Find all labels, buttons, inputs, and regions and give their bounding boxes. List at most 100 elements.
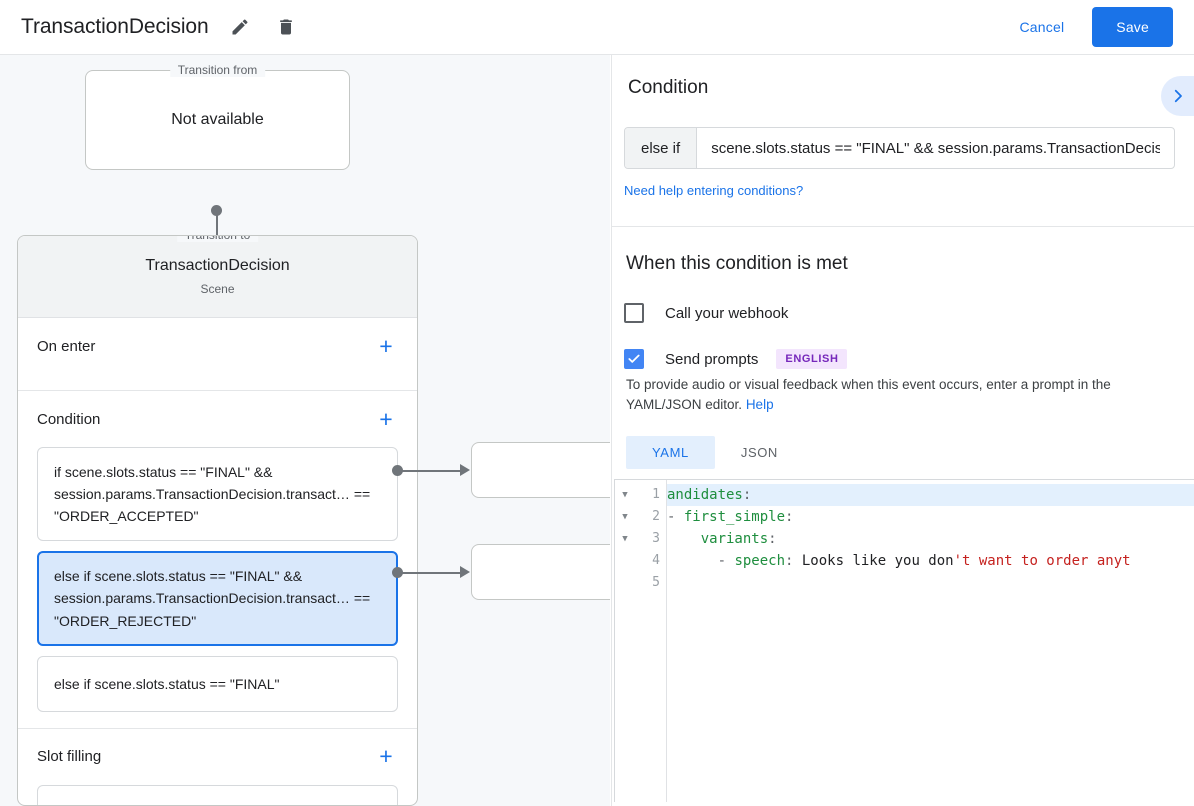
condition-section: Condition else if Need help entering con… (612, 55, 1194, 227)
call-webhook-checkbox[interactable] (624, 303, 644, 323)
gutter-row: 4 (615, 550, 666, 572)
section-title-condition: Condition (37, 410, 101, 428)
send-prompts-checkbox[interactable] (624, 349, 644, 369)
prompts-help-link[interactable]: Help (745, 397, 774, 413)
prompts-help-text: To provide audio or visual feedback when… (626, 375, 1175, 416)
edge-line-accepted (398, 470, 462, 472)
add-on-enter-button[interactable]: + (379, 332, 393, 359)
editor-code-area[interactable]: andidates:- first_simple: variants: - sp… (667, 480, 1194, 802)
code-token: Looks like you don (801, 552, 954, 569)
code-token: - (667, 552, 735, 569)
gutter-row: ▼3 (615, 528, 666, 550)
topbar-right-group: Cancel Save (1008, 7, 1194, 47)
send-prompts-row[interactable]: Send prompts ENGLISH (624, 349, 1175, 369)
top-app-bar: TransactionDecision Cancel Save (0, 0, 1194, 55)
code-line[interactable]: - first_simple: (667, 506, 1194, 528)
code-token (667, 531, 701, 547)
code-token: first_simple (683, 508, 786, 525)
section-header: On enter + (37, 318, 398, 374)
gutter-row: ▼1 (615, 484, 666, 506)
line-number: 3 (652, 531, 660, 546)
gutter-row: ▼2 (615, 506, 666, 528)
transition-from-value: Not available (171, 111, 264, 128)
condition-input-row[interactable]: else if (624, 127, 1175, 169)
condition-detail-panel: Condition else if Need help entering con… (611, 55, 1194, 806)
fold-toggle-icon[interactable]: ▼ (622, 533, 628, 544)
webhook-row[interactable]: Call your webhook (624, 303, 1175, 323)
trash-icon[interactable] (271, 12, 301, 42)
transition-from-node[interactable]: Transition from Not available (85, 63, 350, 170)
fold-toggle-icon[interactable]: ▼ (622, 489, 628, 500)
save-button[interactable]: Save (1092, 7, 1173, 47)
edge-line-rejected (398, 572, 462, 574)
call-webhook-label: Call your webhook (665, 304, 789, 322)
main-content: Transition from Not available Transition… (0, 55, 1194, 806)
condition-prefix-label: else if (625, 128, 698, 168)
scene-graph-canvas[interactable]: Transition from Not available Transition… (0, 55, 610, 806)
chevron-right-icon[interactable] (1161, 76, 1194, 116)
section-title-slot-filling: Slot filling (37, 748, 102, 766)
section-condition: Condition + if scene.slots.status == "FI… (18, 391, 417, 729)
language-badge: ENGLISH (776, 349, 848, 369)
fold-toggle-icon[interactable]: ▼ (622, 511, 628, 522)
section-header: Condition + (37, 391, 398, 447)
scene-card-header: TransactionDecision Scene (18, 236, 417, 318)
add-condition-button[interactable]: + (379, 405, 393, 432)
when-condition-heading: When this condition is met (626, 253, 848, 274)
code-token: andidates (667, 486, 743, 503)
code-line[interactable] (667, 572, 1194, 594)
line-number: 4 (652, 553, 660, 568)
section-header: Slot filling + (37, 729, 398, 785)
topbar-left-group: TransactionDecision (0, 12, 301, 42)
slot-validation-card[interactable]: Slot validation (37, 784, 398, 805)
section-slot-filling: Slot filling + Slot validation (18, 729, 417, 805)
code-token: speech (734, 552, 786, 569)
tab-json[interactable]: JSON (740, 444, 778, 460)
section-on-enter: On enter + (18, 318, 417, 391)
code-line[interactable]: andidates: (667, 483, 1194, 506)
send-prompts-label: Send prompts (665, 350, 759, 368)
code-token: - (667, 508, 684, 525)
edge-arrow-accepted (460, 464, 470, 476)
gutter-row: 5 (615, 572, 666, 594)
stub-node-rejected[interactable] (471, 544, 610, 600)
add-slot-filling-button[interactable]: + (379, 743, 393, 770)
transition-to-legend: Transition to (176, 236, 259, 242)
line-number: 1 (652, 487, 660, 502)
scene-type: Scene (200, 282, 235, 296)
condition-card-rejected[interactable]: else if scene.slots.status == "FINAL" &&… (37, 551, 398, 646)
condition-card-accepted[interactable]: if scene.slots.status == "FINAL" && sess… (37, 447, 398, 542)
code-token: : (742, 486, 752, 503)
page-title: TransactionDecision (21, 15, 209, 38)
detail-panel-inner: Condition else if Need help entering con… (612, 55, 1194, 806)
condition-card-final[interactable]: else if scene.slots.status == "FINAL" (37, 655, 398, 712)
pencil-icon[interactable] (225, 12, 255, 42)
code-token: : (785, 508, 794, 525)
edge-anchor-accepted (392, 465, 403, 476)
code-token: : (768, 530, 777, 547)
condition-help-link[interactable]: Need help entering conditions? (624, 183, 804, 198)
scene-name: TransactionDecision (145, 257, 290, 274)
when-condition-met-section: When this condition is met Call your web… (612, 227, 1194, 469)
cancel-button[interactable]: Cancel (1008, 10, 1077, 44)
edge-arrow-rejected (460, 566, 470, 578)
line-number: 5 (652, 575, 660, 590)
section-title-on-enter: On enter (37, 337, 96, 355)
tab-yaml[interactable]: YAML (626, 435, 715, 469)
prompts-help-sentence: To provide audio or visual feedback when… (626, 377, 1111, 413)
transition-to-node[interactable]: Transition to TransactionDecision Scene … (17, 235, 418, 806)
condition-input[interactable] (697, 128, 1174, 168)
stub-node-accepted[interactable] (471, 442, 610, 498)
edge-anchor-rejected (392, 567, 403, 578)
editor-format-tabs: YAML JSON (626, 435, 1175, 469)
code-token: variants (700, 530, 769, 547)
line-number: 2 (652, 509, 660, 524)
code-line[interactable]: - speech: Looks like you don't want to o… (667, 550, 1194, 572)
code-line[interactable]: variants: (667, 528, 1194, 550)
code-token: 't want to order anyt (953, 552, 1131, 569)
transition-from-legend: Transition from (169, 63, 266, 77)
condition-heading: Condition (628, 77, 709, 98)
code-token: : (785, 552, 802, 569)
